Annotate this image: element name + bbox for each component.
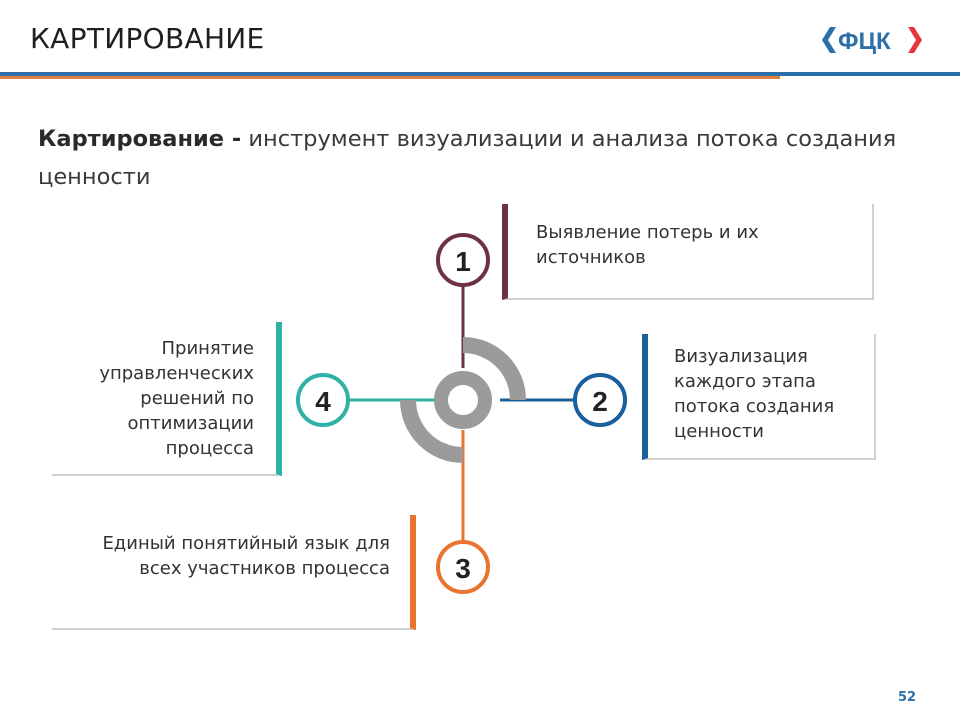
step-2-text: Визуализация каждого этапа потока создан… — [674, 346, 835, 442]
step-3-text: Единый понятийный язык для всех участник… — [102, 533, 390, 579]
step-2-card: Визуализация каждого этапа потока создан… — [642, 334, 876, 460]
subtitle: Картирование - инструмент визуализации и… — [38, 120, 898, 196]
logo-text: ФЦК — [838, 28, 891, 55]
step-3-number: 3 — [455, 553, 471, 584]
step-1-text: Выявление потерь и их источников — [536, 222, 759, 268]
step-4-number: 4 — [315, 386, 331, 417]
step-2-circle — [573, 373, 627, 427]
hub-arc-lower-icon — [400, 400, 463, 463]
step-4-text: Принятие управленческих решений по оптим… — [99, 338, 254, 459]
step-3-circle — [436, 540, 490, 594]
step-3-card: Единый понятийный язык для всех участник… — [52, 515, 416, 630]
hub-arc-upper-icon — [463, 337, 526, 400]
page-number: 52 — [898, 690, 917, 705]
subtitle-bold: Картирование - — [38, 126, 242, 152]
step-1-number: 1 — [455, 246, 471, 277]
header-divider-blue — [0, 72, 960, 76]
step-2-number: 2 — [592, 386, 608, 417]
subtitle-rest: инструмент визуализации и анализа потока… — [38, 126, 897, 190]
header-divider-orange — [0, 76, 780, 79]
slide-title: КАРТИРОВАНИЕ — [30, 22, 265, 55]
step-1-circle — [436, 233, 490, 287]
step-4-circle — [296, 373, 350, 427]
step-1-card: Выявление потерь и их источников — [502, 204, 874, 300]
step-4-card: Принятие управленческих решений по оптим… — [52, 322, 282, 476]
hub-ring-icon — [434, 371, 492, 429]
logo: ФЦК — [820, 25, 930, 59]
fck-logo-icon: ФЦК — [822, 27, 922, 55]
